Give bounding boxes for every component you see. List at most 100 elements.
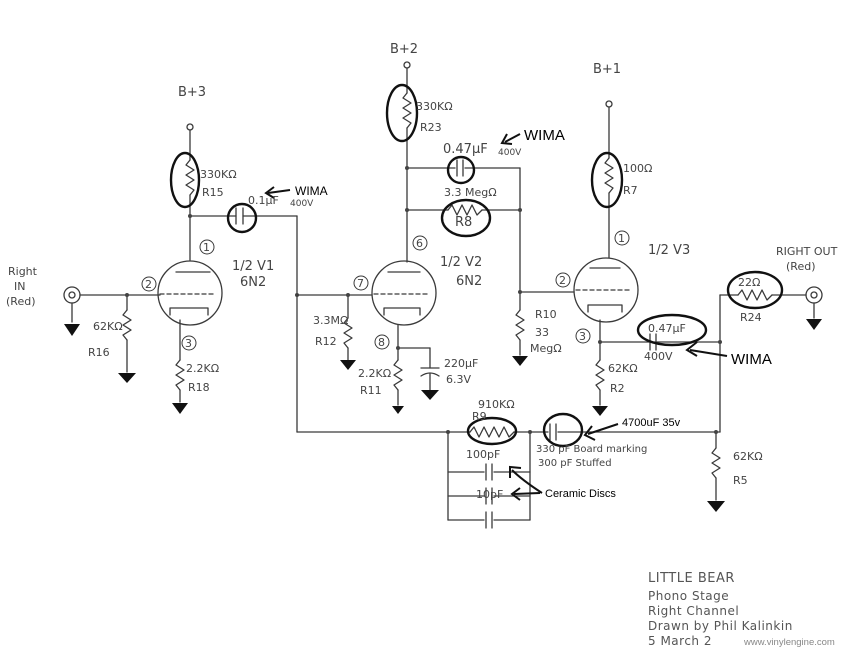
r2-ref: R2: [610, 382, 625, 395]
highlight-c-out: [636, 313, 708, 347]
r16-ref: R16: [88, 346, 110, 359]
arrow-wima1: [267, 189, 291, 194]
r18-value: 2.2KΩ: [186, 362, 219, 375]
r12-ref: R12: [315, 335, 337, 348]
rail-b2-label: B+2: [390, 42, 418, 57]
c-out-value: 0.47µF: [648, 322, 686, 335]
r2-value: 62KΩ: [608, 362, 638, 375]
footer-line2: Phono Stage: [648, 589, 729, 603]
r7-ref: R7: [623, 184, 638, 197]
highlight-r23: [385, 83, 419, 143]
highlight-r7: [590, 151, 624, 209]
highlight-r8: [440, 198, 492, 238]
pin-v3-1: 1: [618, 232, 625, 245]
footer-line3: Right Channel: [648, 604, 739, 618]
r9-ref: R9: [472, 410, 487, 423]
stage2-wiring: [296, 61, 521, 406]
stage2-grounds: [340, 166, 522, 414]
stage1-grounds: [64, 214, 299, 414]
r10-value: 33: [535, 326, 549, 339]
c-cath-value: 220µF: [444, 357, 478, 370]
c-v2-value: 0.47µF: [443, 142, 488, 157]
ground-r5: [707, 501, 725, 512]
feedback-wiring: [296, 423, 721, 529]
r10-unit: MegΩ: [530, 342, 562, 355]
tube-v2-type: 6N2: [456, 274, 482, 289]
highlight-c-fb: [542, 412, 584, 448]
c-v1-rating: 400V: [290, 199, 314, 209]
highlight-c-v2: [446, 155, 476, 185]
stage3-wiring: [515, 100, 823, 501]
r18-ref: R18: [188, 381, 210, 394]
feedback-nodes: [446, 430, 718, 434]
c-v2-rating: 400V: [498, 148, 522, 158]
site-credit: www.vinylengine.com: [743, 637, 835, 648]
stage3-grounds: [512, 290, 822, 512]
c100-value: 100pF: [466, 448, 500, 461]
tube-v2-name: 1/2 V2: [440, 255, 482, 270]
rail-b1-label: B+1: [593, 62, 621, 77]
r10-ref: R10: [535, 308, 557, 321]
text-labels: B+3 B+2 B+1 1/2 V1 6N2 1/2 V2 6N2 1/2 V3…: [6, 42, 838, 648]
arrow-head-ceramic2: [510, 487, 521, 501]
ground-r10: [512, 356, 528, 366]
output-label-2: (Red): [786, 260, 815, 273]
r8-ref: R8: [455, 215, 472, 230]
r12-value: 3.3MΩ: [313, 314, 348, 327]
r16-value: 62KΩ: [93, 320, 123, 333]
r9-value: 910KΩ: [478, 398, 515, 411]
ground-r2: [592, 406, 608, 416]
input-label-3: (Red): [6, 295, 35, 308]
tube-v3-name: 1/2 V3: [648, 243, 690, 258]
output-label-1: RIGHT OUT: [776, 245, 838, 258]
r15-ref: R15: [202, 186, 224, 199]
r23-ref: R23: [420, 121, 442, 134]
ground-c220: [421, 390, 439, 400]
r5-ref: R5: [733, 474, 748, 487]
footer-title: LITTLE BEAR: [648, 571, 735, 586]
c-v1-value: 0.1µF: [248, 194, 279, 207]
pin-v1-3: 3: [185, 337, 192, 350]
r8-value: 3.3 MegΩ: [444, 186, 497, 199]
ground-r18: [172, 403, 188, 414]
r23-value: 330KΩ: [416, 100, 453, 113]
ground-input: [64, 324, 80, 336]
r15-value: 330KΩ: [200, 168, 237, 181]
c10-value: 10pF: [476, 488, 503, 501]
ground-r11: [392, 406, 404, 414]
annotation-arrows: [264, 133, 728, 501]
pin-v2-7: 7: [357, 277, 364, 290]
highlight-r9: [466, 416, 518, 446]
ground-output: [806, 319, 822, 330]
arrow-wima3: [689, 349, 728, 357]
highlight-marks: [169, 83, 784, 448]
pin-v1-1: 1: [203, 241, 210, 254]
rail-b3-label: B+3: [178, 85, 206, 100]
footer-line4: Drawn by Phil Kalinkin: [648, 619, 793, 633]
tube-v1-name: 1/2 V1: [232, 259, 274, 274]
arrow-ceramic1: [511, 469, 543, 494]
footer-line5: 5 March 2: [648, 634, 712, 648]
r11-ref: R11: [360, 384, 382, 397]
pin-v2-6: 6: [416, 237, 423, 250]
pin-v2-8: 8: [378, 336, 385, 349]
annotation-wima3: WIMA: [731, 351, 772, 368]
highlight-r24: [726, 270, 784, 310]
c-out-rating: 400V: [644, 350, 673, 363]
annotation-wima1: WIMA: [295, 184, 328, 198]
tube-v1-type: 6N2: [240, 275, 266, 290]
ground-r16: [118, 373, 136, 383]
c-fb-note2: 300 pF Stuffed: [538, 458, 612, 469]
pin-v3-2: 2: [559, 274, 566, 287]
annotation-wima2: WIMA: [524, 127, 565, 144]
highlight-r15: [169, 151, 201, 209]
pin-v1-2: 2: [145, 278, 152, 291]
input-label-1: Right: [8, 265, 38, 278]
arrow-head-wima3: [685, 341, 698, 357]
annotation-ceramic: Ceramic Discs: [545, 488, 616, 500]
c-fb-note1: 330 pF Board marking: [536, 444, 647, 455]
arrow-wima2: [504, 133, 521, 143]
arrow-4700: [587, 423, 619, 435]
